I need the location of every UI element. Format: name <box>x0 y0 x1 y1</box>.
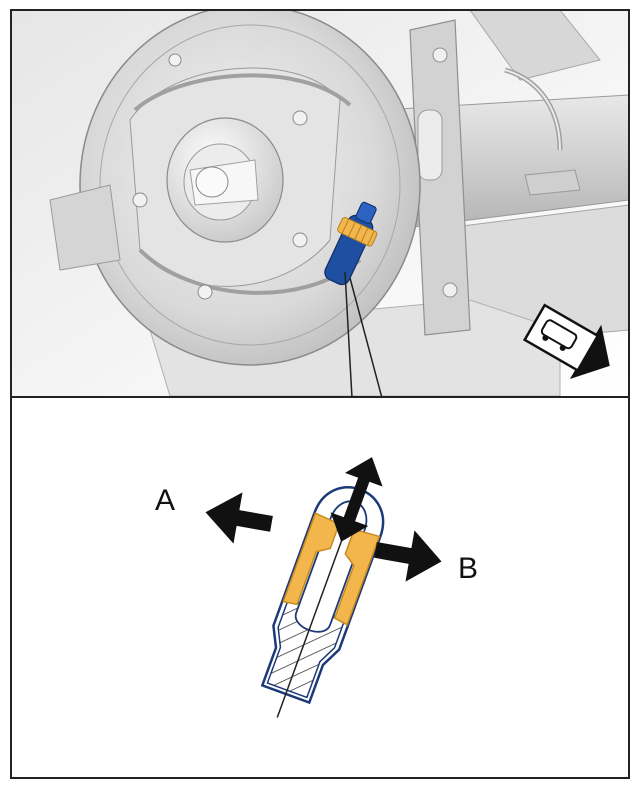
stub-arm <box>49 184 121 271</box>
center-axis-line <box>276 510 354 718</box>
right-jaw <box>333 528 381 626</box>
arrow-a <box>205 492 273 544</box>
brake-assembly-illustration <box>11 10 629 396</box>
arrow-b <box>374 530 442 582</box>
mounting-bracket <box>409 19 471 336</box>
label-b: B <box>458 552 478 585</box>
callout-pointer <box>344 271 383 399</box>
figure-frame <box>10 9 630 779</box>
axial-movement-arrow <box>330 457 383 542</box>
adjuster-cross-section <box>260 457 385 718</box>
wheel-hub <box>166 117 284 243</box>
vehicle-front-arrow-icon <box>522 303 610 379</box>
adjuster-highlight <box>324 201 378 286</box>
label-a: A <box>155 484 175 517</box>
